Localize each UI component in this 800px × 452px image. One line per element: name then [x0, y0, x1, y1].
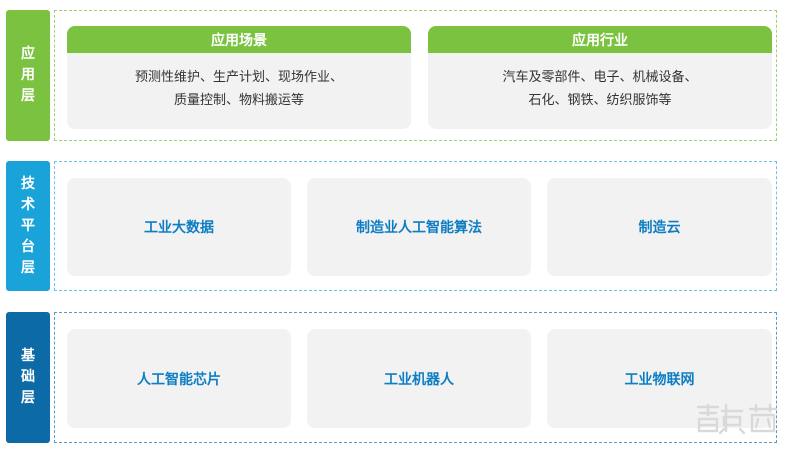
industrial-robot-card: 工业机器人	[307, 329, 531, 428]
application-layer: 应 用 层 应用场景 预测性维护、生产计划、现场作业、 质量控制、物料搬运等 应…	[6, 10, 777, 141]
card-title: 应用行业	[428, 26, 772, 53]
label-char: 基	[21, 348, 35, 364]
card-title: 应用场景	[67, 26, 411, 53]
label-char: 术	[21, 196, 35, 213]
zhidx-watermark-logo	[696, 403, 778, 435]
application-layer-label: 应 用 层	[6, 10, 50, 141]
label-char: 技	[21, 175, 35, 192]
technology-layer-label: 技 术 平 台 层	[6, 161, 50, 291]
label-char: 应	[21, 46, 35, 62]
application-industries-card: 应用行业 汽车及零部件、电子、机械设备、 石化、钢铁、纺织服饰等	[428, 26, 772, 129]
label-char: 用	[21, 67, 35, 83]
industrial-big-data-card: 工业大数据	[67, 178, 291, 276]
card-body: 汽车及零部件、电子、机械设备、 石化、钢铁、纺织服饰等	[428, 53, 772, 112]
application-scenarios-card: 应用场景 预测性维护、生产计划、现场作业、 质量控制、物料搬运等	[67, 26, 411, 129]
label-char: 础	[21, 369, 35, 385]
manufacturing-cloud-card: 制造云	[547, 178, 772, 276]
card-line: 预测性维护、生产计划、现场作业、	[134, 70, 343, 85]
label-char: 平	[21, 217, 35, 234]
label-char: 层	[21, 390, 35, 406]
card-body: 预测性维护、生产计划、现场作业、 质量控制、物料搬运等	[67, 53, 411, 112]
industrial-iot-card: 工业物联网	[547, 329, 772, 428]
label-char: 层	[21, 259, 35, 276]
base-layer-label: 基 础 层	[6, 312, 50, 443]
card-line: 石化、钢铁、纺织服饰等	[528, 93, 672, 108]
technology-layer-frame: 工业大数据 制造业人工智能算法 制造云	[54, 161, 777, 291]
card-line: 质量控制、物料搬运等	[173, 93, 304, 108]
manufacturing-ai-algorithm-card: 制造业人工智能算法	[307, 178, 531, 276]
base-layer: 基 础 层 人工智能芯片 工业机器人 工业物联网	[6, 312, 777, 443]
base-layer-frame: 人工智能芯片 工业机器人 工业物联网	[54, 312, 777, 443]
ai-chip-card: 人工智能芯片	[67, 329, 291, 428]
application-layer-frame: 应用场景 预测性维护、生产计划、现场作业、 质量控制、物料搬运等 应用行业 汽车…	[54, 10, 777, 141]
label-char: 层	[21, 88, 35, 104]
technology-platform-layer: 技 术 平 台 层 工业大数据 制造业人工智能算法 制造云	[6, 161, 777, 291]
card-line: 汽车及零部件、电子、机械设备、	[502, 70, 698, 85]
label-char: 台	[21, 238, 35, 255]
